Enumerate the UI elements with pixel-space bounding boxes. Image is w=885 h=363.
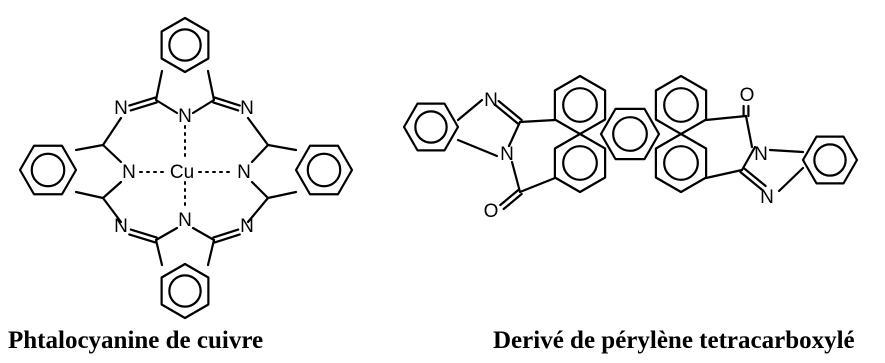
carbonyl-oxygen-bottom: O [484, 201, 499, 222]
perylene-ring-center-ring [599, 107, 661, 161]
perylene-ring-upper-left-aromatic-circle [562, 87, 598, 123]
aza-nitrogen-top-right: N [240, 98, 254, 119]
perylene-ring-lower-left-aromatic-circle [562, 145, 598, 181]
pyrrole-bond [191, 226, 216, 242]
pyrrole-bond [266, 190, 298, 200]
pyrrole-bond [154, 238, 164, 267]
imidazole-bond [740, 145, 757, 172]
benzo-bottom-ring [160, 262, 210, 320]
benzo-left-aromatic-circle [30, 152, 66, 188]
aza-double-bond [128, 96, 157, 107]
perylene-ring-upper-right-aromatic-circle [663, 87, 699, 123]
pyrrole-bond [250, 180, 270, 200]
pyrrole-nitrogen-bottom: N [178, 210, 192, 231]
perylene-bonds [402, 74, 859, 211]
pyrrole-bond [154, 69, 164, 102]
aza-double-bond [213, 96, 241, 107]
pyrrole-bond [154, 226, 179, 242]
pyrrole-bond [206, 238, 216, 267]
pyrrole-bond [74, 190, 105, 200]
aza-nitrogen-bottom-left: N [114, 216, 128, 237]
imidazole-bond [456, 98, 484, 122]
benzo-top-aromatic-circle [168, 28, 202, 62]
imide-nitrogen-right: N [754, 144, 768, 165]
benzo-top-ring [160, 16, 210, 74]
pyrrole-bond [191, 98, 216, 115]
imide-bond [704, 114, 748, 122]
perylene-atom-labels: N N N N O O [484, 85, 774, 222]
imidazole-bond [777, 166, 805, 193]
pyrrole-nitrogen-left: N [122, 162, 136, 183]
pyrrole-bond [74, 143, 105, 152]
imidazole-nitrogen-right-bottom: N [760, 187, 774, 208]
aza-bond [246, 196, 270, 224]
phthalocyanine-bonds [18, 16, 354, 320]
copper-atom-label: Cu [170, 162, 194, 183]
imide-bond [704, 168, 744, 180]
pyrrole-bond [101, 180, 123, 200]
aza-bond [101, 116, 123, 147]
imidazole-double-bond [739, 170, 764, 192]
benzo-right-ring [294, 144, 354, 196]
perylene-ring-center-aromatic-circle [612, 116, 648, 152]
pyrrole-bond [154, 98, 179, 115]
aza-bond [246, 116, 270, 147]
pyrrole-bond [266, 143, 298, 152]
pyrrole-bond [206, 69, 216, 102]
aza-double-bond [128, 233, 157, 244]
phthalocyanine-caption: Phtalocyanine de cuivre [8, 327, 264, 354]
aza-nitrogen-bottom-right: N [240, 216, 254, 237]
benzimidazole-ring-left-ring [402, 102, 460, 152]
pyrrole-nitrogen-top: N [178, 106, 192, 127]
imidazole-double-bond [494, 103, 520, 126]
imidazole-double-bond [497, 99, 523, 122]
aza-double-bond [129, 228, 158, 239]
aza-double-bond [129, 101, 158, 112]
imide-nitrogen-left: N [500, 144, 514, 165]
aza-bond [101, 196, 123, 224]
benzimidazole-ring-right-aromatic-circle [813, 143, 847, 177]
imidazole-nitrogen-left-top: N [484, 90, 498, 111]
perylene-ring-lower-right-ring [654, 132, 708, 194]
aza-nitrogen-top-left: N [114, 98, 128, 119]
benzo-right-aromatic-circle [306, 152, 342, 188]
aza-double-bond [213, 233, 241, 244]
imidazole-double-bond [742, 166, 767, 188]
perylene-ring-lower-right-aromatic-circle [663, 145, 699, 181]
imidazole-bond [768, 148, 805, 154]
imide-bond [510, 160, 522, 194]
benzimidazole-ring-right-ring [801, 135, 859, 185]
carbonyl-oxygen-top: O [740, 85, 755, 106]
imide-bond [744, 114, 754, 149]
imidazole-bond [507, 120, 522, 148]
perylene-ring-lower-left-ring [553, 132, 607, 194]
pyrrole-nitrogen-right: N [237, 162, 251, 183]
perylene-caption: Derivé de pérylène tetracarboxylé [493, 327, 855, 354]
benzo-left-ring [18, 144, 78, 196]
carbonyl-double-bond [499, 188, 520, 207]
phthalocyanine-atom-labels: Cu N N N N N N N N [114, 98, 254, 237]
imidazole-bond [456, 138, 499, 158]
benzo-bottom-aromatic-circle [168, 274, 202, 308]
carbonyl-double-bond [502, 192, 523, 211]
benzimidazole-ring-left-aromatic-circle [414, 110, 448, 144]
pyrrole-bond [250, 143, 270, 164]
imide-bond [518, 176, 557, 194]
pyrrole-bond [101, 143, 123, 164]
aza-double-bond [212, 228, 240, 239]
imide-bond [518, 118, 557, 124]
aza-double-bond [212, 101, 240, 112]
